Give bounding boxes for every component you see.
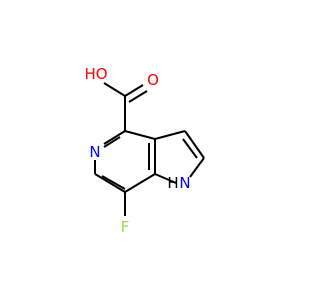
pyrrole-hydrogen-label: H bbox=[167, 174, 178, 192]
pyrrole-nitrogen-label: N bbox=[179, 174, 190, 192]
hydroxyl-label: HO bbox=[84, 65, 107, 83]
bond-cooh-oh bbox=[103, 82, 126, 97]
bond-cooh-o-double-1 bbox=[124, 84, 144, 97]
bond-c4-n5 bbox=[103, 130, 126, 145]
pyridine-nitrogen-label: N bbox=[89, 143, 100, 161]
bond-c3a-c3 bbox=[154, 130, 186, 140]
molecule-structure: HO O N N H F bbox=[84, 65, 205, 236]
fluorine-label: F bbox=[121, 218, 130, 236]
bond-c2-n1 bbox=[189, 157, 205, 178]
bond-c3-c2-inner bbox=[182, 138, 198, 159]
bond-c3-c2 bbox=[184, 130, 205, 159]
bond-c3a-c4 bbox=[124, 130, 156, 140]
carbonyl-oxygen-label: O bbox=[147, 71, 159, 89]
bond-c7-c7a bbox=[124, 173, 156, 193]
bond-c6-c7 bbox=[94, 173, 126, 193]
bond-n1-c7a bbox=[154, 173, 177, 184]
bond-c6-c7-inner bbox=[101, 175, 126, 190]
bond-cooh-o-double-2 bbox=[128, 90, 148, 103]
bond-c4-n5-inner bbox=[103, 136, 121, 148]
